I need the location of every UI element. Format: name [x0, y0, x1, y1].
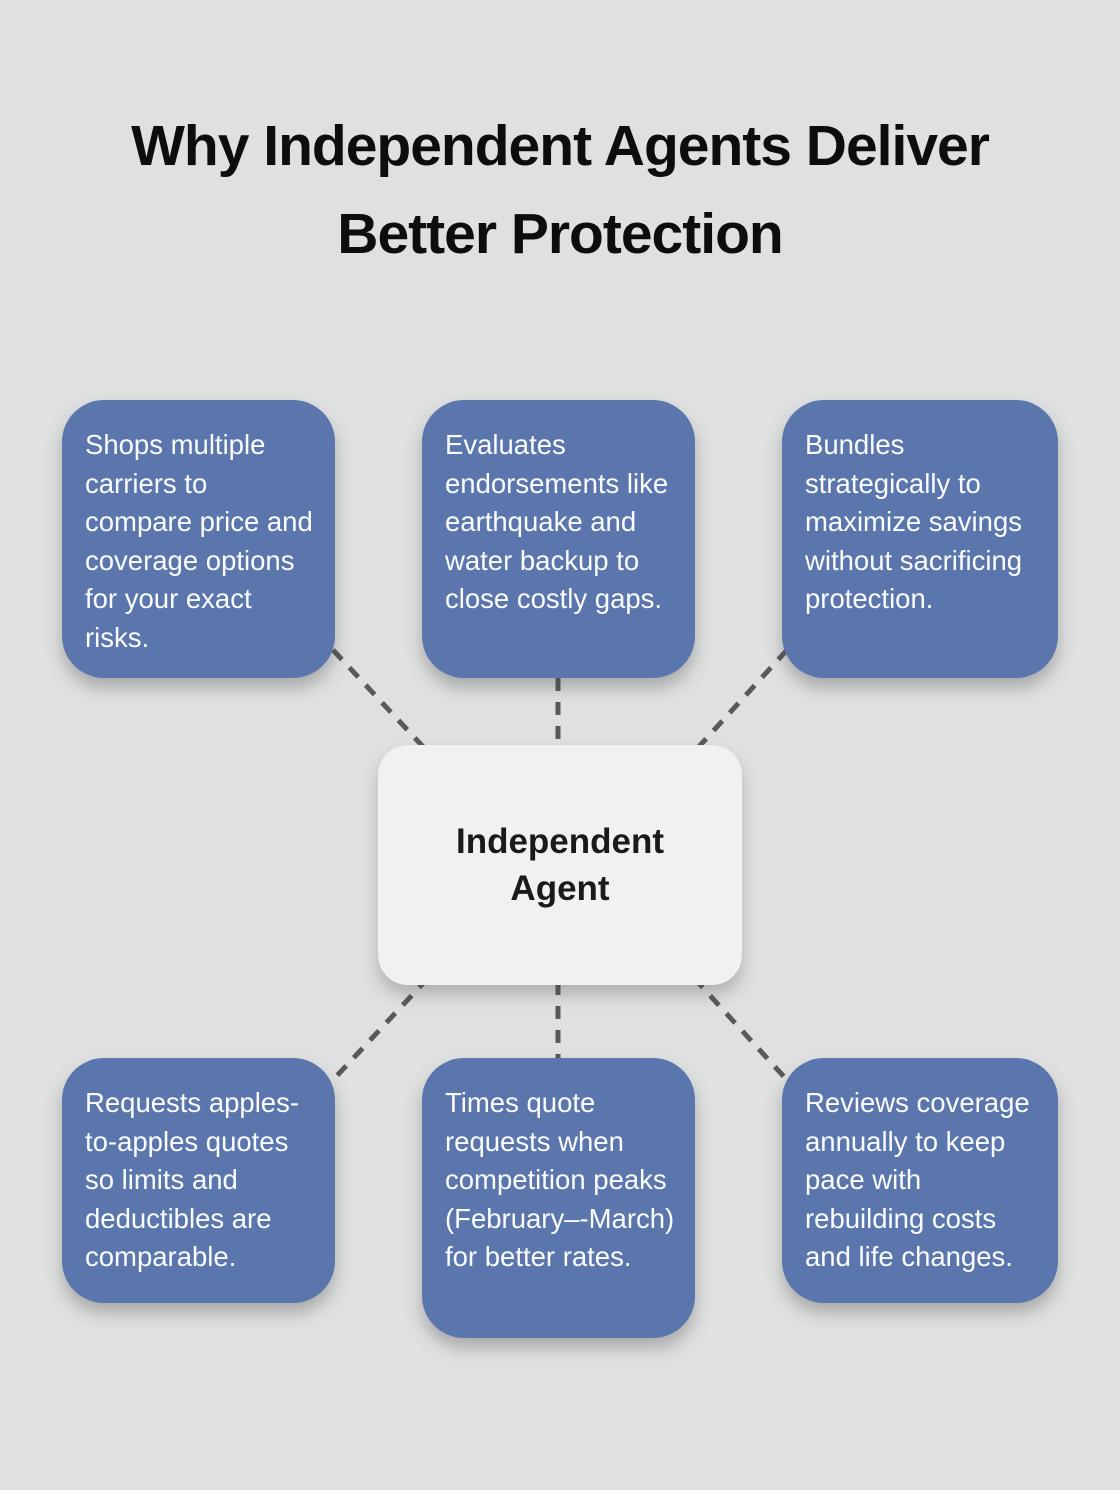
- connector-bottom-left: [331, 976, 430, 1082]
- node-card-bottom-right: Reviews coverage annually to keep pace w…: [782, 1058, 1058, 1303]
- node-text: Evaluates endorsements like earthquake a…: [445, 429, 669, 614]
- node-text: Bundles strategically to maximize saving…: [805, 429, 1023, 614]
- center-node-label: Independent Agent: [455, 821, 665, 908]
- node-text: Shops multiple carriers to compare price…: [85, 429, 313, 653]
- node-card-top-middle: Evaluates endorsements like earthquake a…: [422, 400, 695, 678]
- connector-bottom-right: [692, 976, 789, 1082]
- node-text: Requests apples-to-apples quotes so limi…: [85, 1087, 300, 1272]
- node-text: Times quote requests when competition pe…: [445, 1087, 675, 1272]
- node-card-bottom-left: Requests apples-to-apples quotes so limi…: [62, 1058, 335, 1303]
- node-card-bottom-middle: Times quote requests when competition pe…: [422, 1058, 695, 1338]
- page-title: Why Independent Agents Deliver Better Pr…: [131, 114, 990, 267]
- connector-top-right: [692, 648, 789, 754]
- center-node: Independent Agent: [378, 745, 742, 985]
- node-text: Reviews coverage annually to keep pace w…: [805, 1087, 1030, 1272]
- node-card-top-right: Bundles strategically to maximize saving…: [782, 400, 1058, 678]
- connector-top-left: [331, 648, 430, 754]
- node-card-top-left: Shops multiple carriers to compare price…: [62, 400, 335, 678]
